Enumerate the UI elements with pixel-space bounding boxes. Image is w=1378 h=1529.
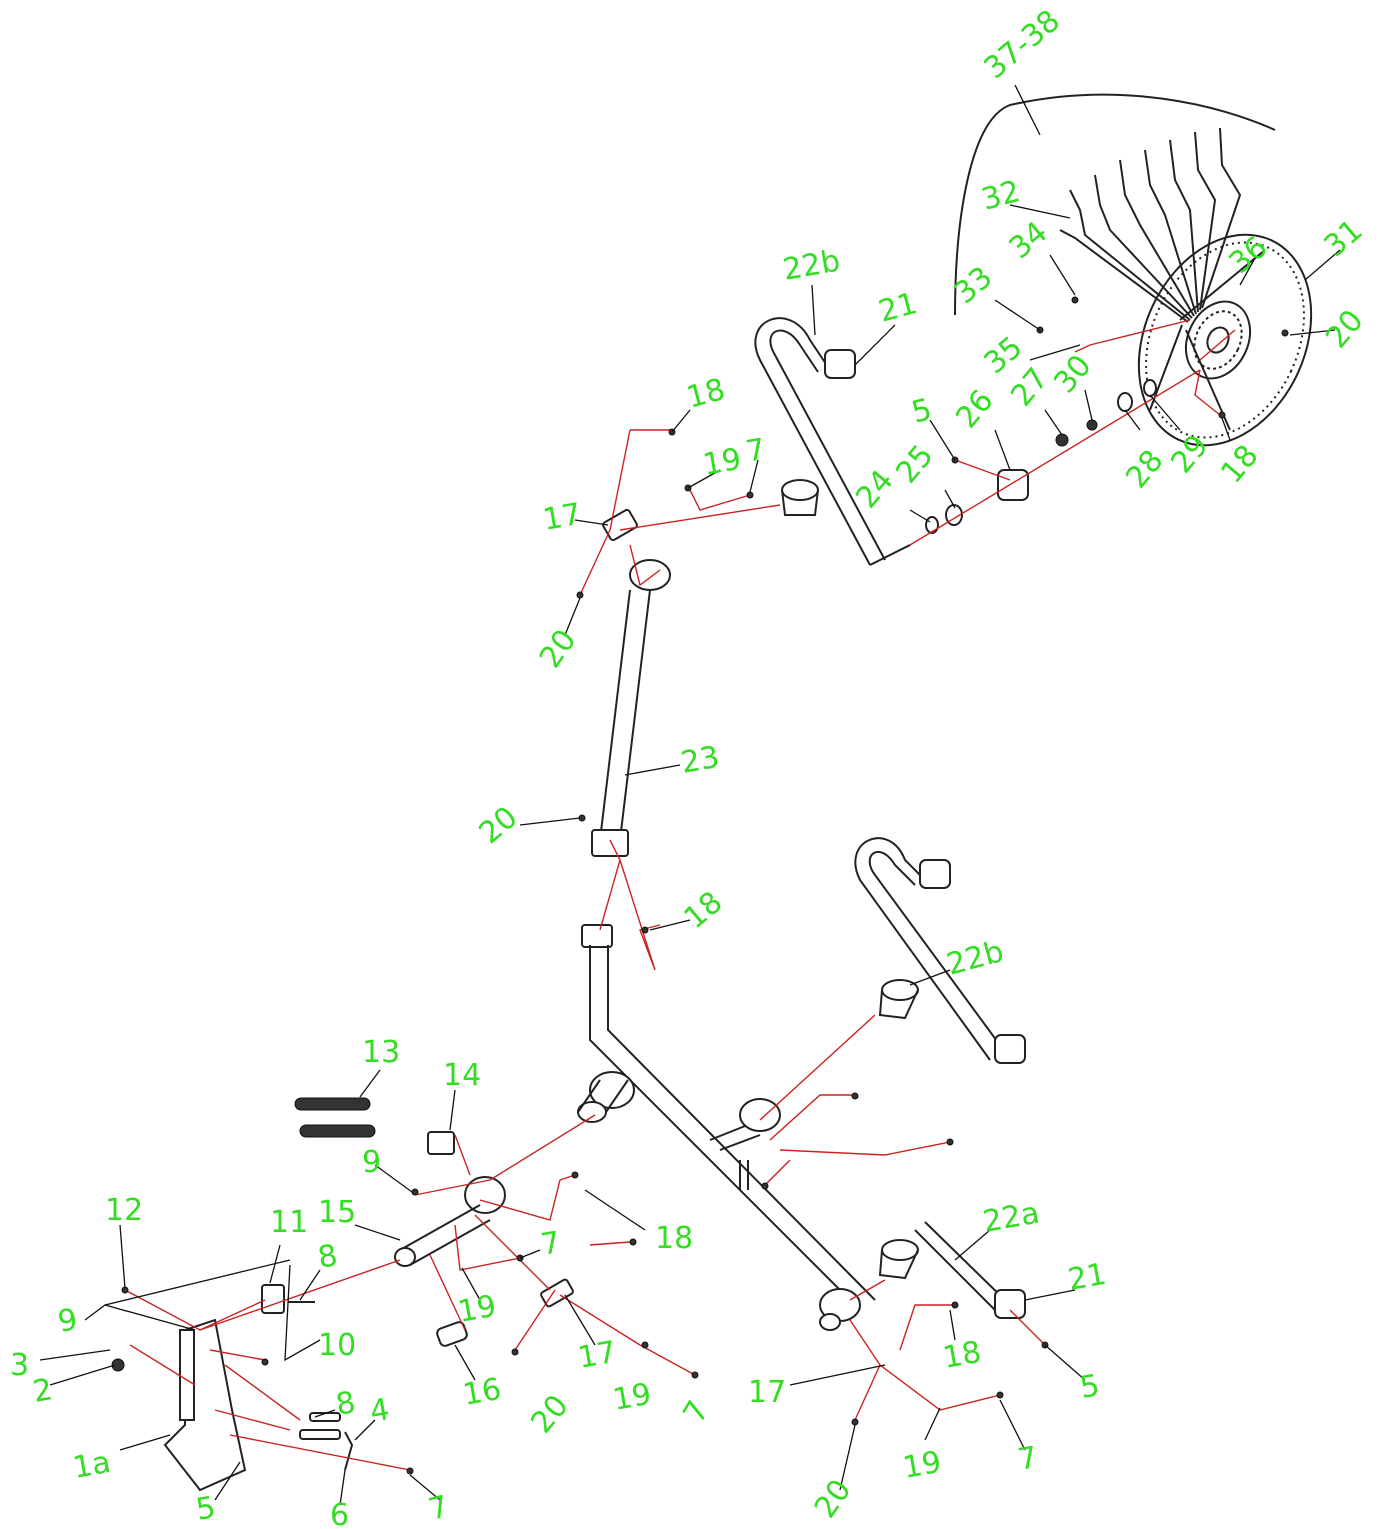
- callout-6: 6: [330, 1498, 349, 1529]
- callout-20-bottom: 20: [808, 1473, 859, 1524]
- callout-7-bottom: 7: [425, 1489, 453, 1528]
- callout-22a: 22a: [980, 1196, 1042, 1240]
- callout-18-right: 18: [1214, 438, 1265, 490]
- callout-21-low: 21: [1065, 1257, 1109, 1298]
- guard-arc: [954, 93, 1276, 316]
- callout-14: 14: [443, 1058, 481, 1093]
- callout-20-top: 20: [1319, 303, 1370, 355]
- callout-10: 10: [318, 1328, 356, 1363]
- callout-8-upper: 8: [315, 1238, 340, 1276]
- callout-34: 34: [1003, 215, 1055, 266]
- callout-19-top: 19: [700, 442, 744, 483]
- callout-28: 28: [1119, 443, 1170, 495]
- callout-7-top: 7: [743, 432, 768, 470]
- callout-2: 2: [30, 1372, 55, 1410]
- hardware-dots: [121, 296, 1289, 1475]
- callout-7-mid: 7: [538, 1225, 563, 1263]
- callout-3: 3: [10, 1348, 29, 1383]
- callout-13: 13: [362, 1035, 400, 1070]
- callout-37-38: 37-38: [978, 3, 1067, 86]
- callout-19-mid: 19: [455, 1289, 499, 1330]
- leader-lines: [39, 84, 1341, 1506]
- callout-5-bottom: 5: [193, 1490, 218, 1528]
- callout-19-bottom: 19: [900, 1445, 944, 1486]
- bent-arm-22b-upper: [754, 317, 911, 566]
- callout-26: 26: [949, 383, 1000, 435]
- callout-25: 25: [889, 438, 940, 490]
- callout-31: 31: [1318, 213, 1370, 264]
- callout-1a: 1a: [70, 1445, 113, 1486]
- callout-12: 12: [105, 1193, 143, 1228]
- callout-30: 30: [1047, 348, 1098, 400]
- callout-5-right: 5: [1077, 1368, 1102, 1406]
- assembly-lines: [124, 319, 1236, 1471]
- callout-23: 23: [678, 740, 722, 781]
- callout-19-low: 19: [610, 1377, 654, 1418]
- callout-22b-mid: 22b: [943, 934, 1007, 983]
- callout-16: 16: [460, 1372, 504, 1413]
- callout-5-top: 5: [908, 392, 936, 431]
- callout-15: 15: [318, 1195, 356, 1230]
- shaft-assembly: [394, 1131, 574, 1347]
- callout-20-upper: 20: [533, 623, 584, 674]
- tine-group: [1059, 127, 1242, 323]
- callout-17-low: 17: [748, 1375, 786, 1410]
- callout-32: 32: [978, 174, 1024, 218]
- bent-arm-22a: [878, 1221, 1026, 1319]
- callout-18-top: 18: [683, 372, 729, 416]
- mount-bracket: [111, 1284, 354, 1492]
- main-frame: [577, 924, 876, 1331]
- callout-17-top: 17: [540, 497, 584, 538]
- callout-7-right: 7: [1015, 1440, 1040, 1478]
- rake-wheel: [1137, 233, 1313, 447]
- bent-arm-22b-middle: [854, 837, 1026, 1064]
- callout-9-mid: 9: [362, 1145, 381, 1180]
- parts-drawing: [111, 93, 1313, 1492]
- callout-11: 11: [270, 1205, 308, 1240]
- springs: [294, 1097, 376, 1138]
- callout-18-mid: 18: [678, 885, 730, 936]
- callout-21-top: 21: [875, 286, 921, 330]
- axle-small-parts: [925, 379, 1157, 534]
- callout-labels: 37-38 32 34 36 31 33 35 20 22b 21 18 5 2…: [10, 3, 1371, 1529]
- callout-18-lower: 18: [655, 1221, 693, 1256]
- callout-18-low: 18: [940, 1335, 984, 1376]
- callout-7-low: 7: [677, 1395, 717, 1429]
- upper-arm-23: [591, 508, 671, 857]
- callout-17-mid: 17: [575, 1335, 619, 1376]
- callout-20-low: 20: [524, 1388, 575, 1440]
- callout-9-left: 9: [55, 1302, 80, 1340]
- callout-22b-top: 22b: [780, 243, 842, 287]
- callout-20-mid: 20: [473, 800, 525, 851]
